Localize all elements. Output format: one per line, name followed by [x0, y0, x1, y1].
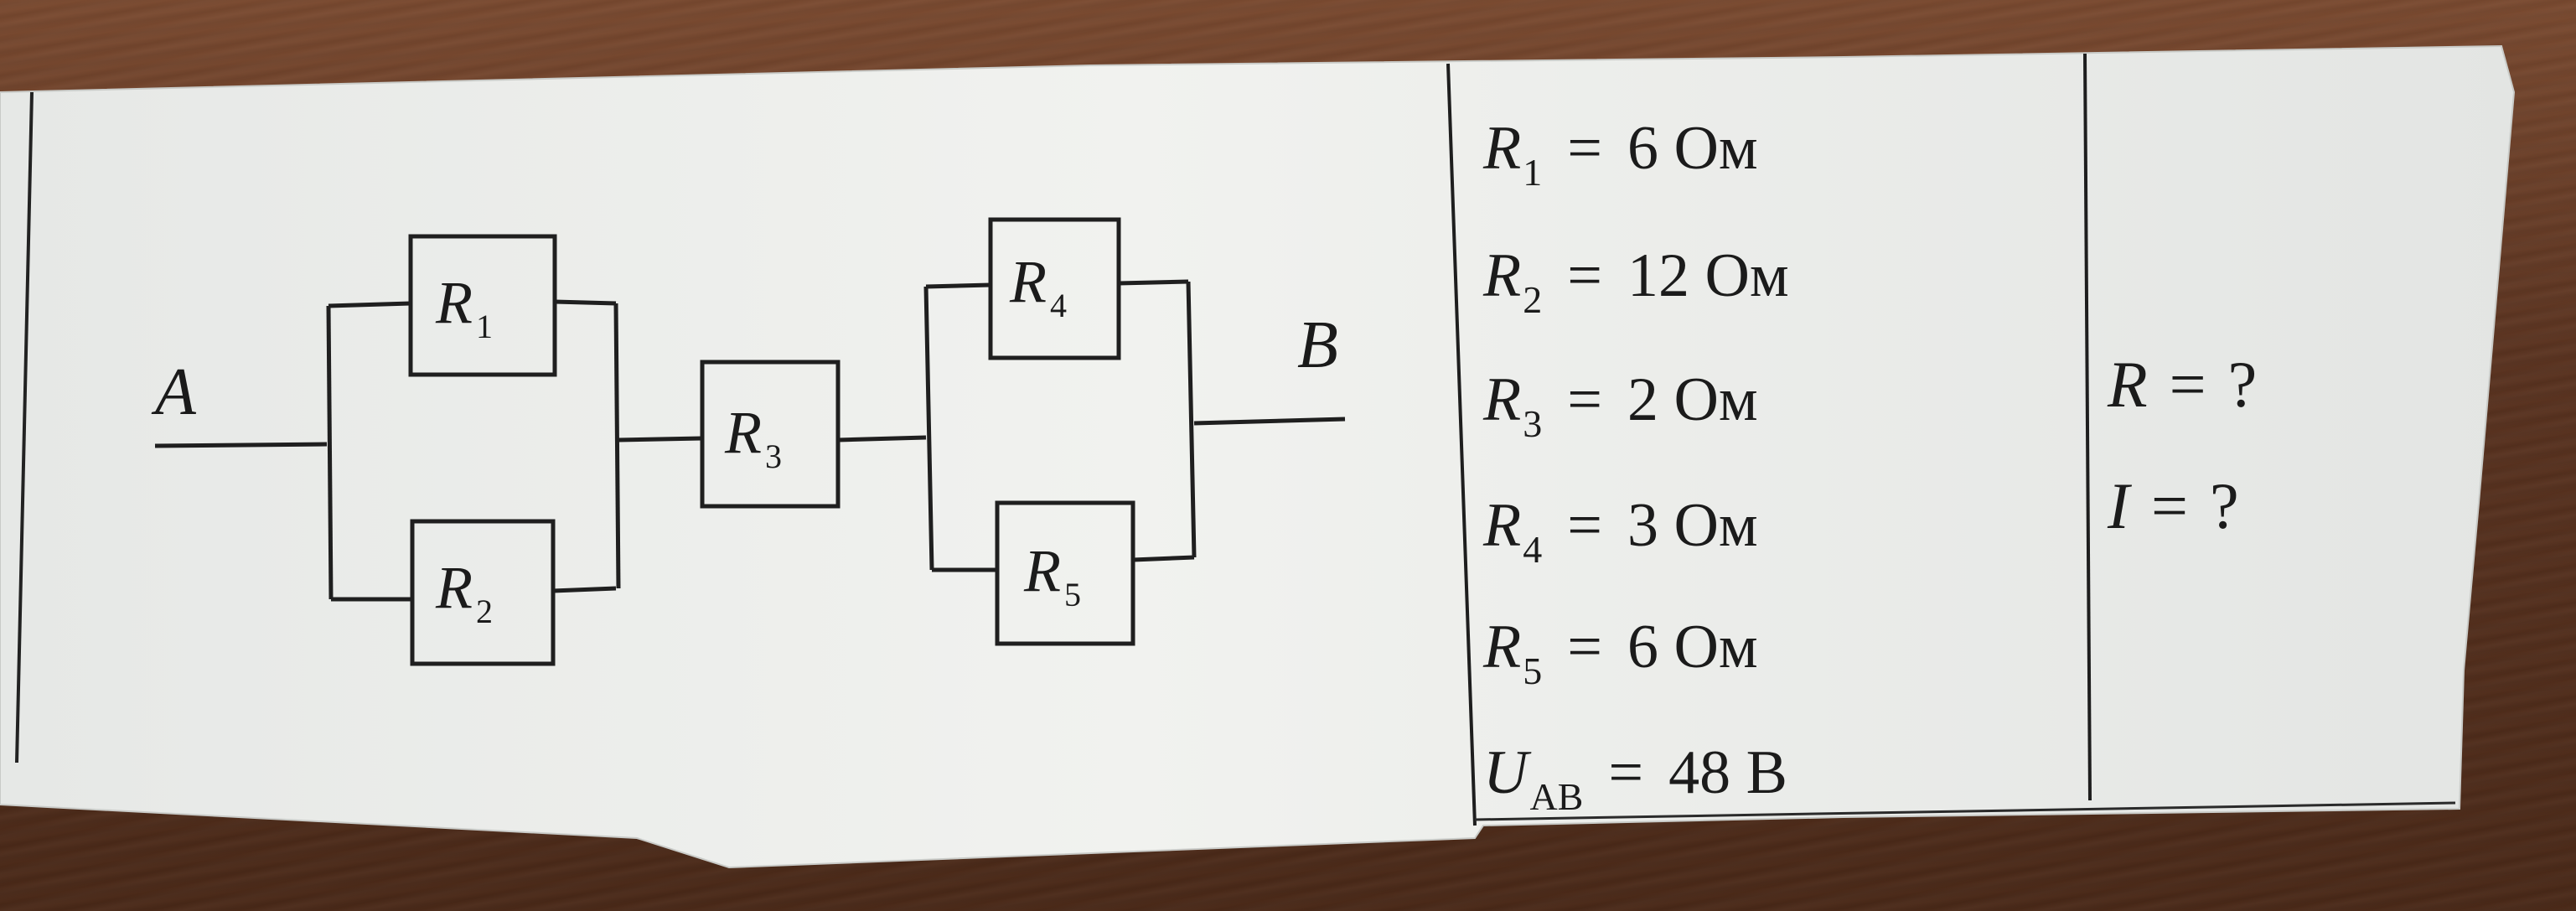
given-symbol: R [1483, 114, 1522, 183]
given-value: 6 Ом [1627, 613, 1758, 681]
given-equals: = [1567, 491, 1602, 560]
resistor-symbol: R [436, 554, 473, 621]
resistor-index: 4 [1049, 287, 1067, 324]
given-r2: R2=12 Ом [1483, 245, 1789, 319]
wire-right-bus-in [923, 286, 934, 571]
given-index: 2 [1523, 278, 1543, 321]
resistor-symbol: R [1024, 537, 1061, 604]
given-index: AB [1529, 775, 1584, 818]
wire-right-bus-out [1186, 281, 1197, 558]
given-r1: R1 = 6 Ом [1483, 117, 1758, 192]
node-label-b: B [1297, 308, 1338, 382]
resistor-r4-box [988, 217, 1121, 360]
given-equals: = [1567, 114, 1602, 183]
resistor-r1-box [408, 234, 557, 377]
resistor-index: 1 [475, 308, 493, 345]
wire-left-bus [326, 305, 334, 600]
unknown-i: I=? [2108, 474, 2239, 539]
table-divider-2 [2083, 53, 2092, 801]
wire-r1-in [328, 301, 411, 308]
given-uab: UAB=48 В [1483, 742, 1787, 816]
given-value: 6 Ом [1627, 114, 1758, 183]
wire-a-lead [154, 442, 328, 448]
node-label-a: A [155, 355, 196, 429]
given-value: 12 Ом [1627, 241, 1789, 310]
wire-r4-in [925, 282, 991, 289]
given-equals: = [1567, 241, 1602, 310]
given-equals: = [1567, 613, 1602, 681]
resistor-symbol: R [1010, 248, 1047, 315]
table-border-bottom [1474, 801, 2456, 821]
given-r4: R4 = 3 Ом [1483, 494, 1758, 569]
wire-r3-in [618, 436, 703, 443]
given-index: 1 [1523, 151, 1543, 194]
unknown-r: R=? [2108, 352, 2257, 417]
given-symbol: R [1483, 241, 1522, 310]
given-value: 2 Ом [1627, 365, 1758, 434]
given-equals: = [1567, 365, 1602, 434]
resistor-symbol: R [436, 269, 473, 336]
given-value: 48 В [1668, 738, 1787, 807]
unknown-value: ? [2209, 469, 2239, 542]
resistor-index: 2 [475, 593, 493, 630]
unknown-symbol: R [2108, 348, 2148, 421]
unknown-equals: = [2169, 348, 2206, 421]
resistor-symbol: R [725, 399, 762, 466]
given-symbol: R [1483, 613, 1522, 681]
given-value: 3 Ом [1627, 491, 1758, 560]
given-index: 4 [1523, 528, 1543, 571]
resistor-r5-box [995, 500, 1135, 646]
unknown-value: ? [2227, 348, 2258, 421]
given-symbol: R [1483, 491, 1522, 560]
wire-r4-out [1118, 279, 1189, 286]
given-r5: R5 = 6 Ом [1483, 613, 1758, 691]
table-divider-1 [1446, 63, 1477, 826]
wire-r1-out [554, 299, 617, 306]
given-symbol: R [1483, 365, 1522, 434]
paper-sheet [0, 44, 2516, 869]
wire-b-lead [1193, 417, 1346, 426]
resistor-r3-box [700, 360, 841, 509]
unknown-symbol: I [2108, 469, 2129, 542]
resistor-index: 5 [1063, 576, 1081, 613]
resistor-r2-box [410, 519, 556, 666]
wire-r3-out [837, 435, 927, 443]
given-equals: = [1608, 738, 1644, 807]
given-index: 5 [1523, 650, 1543, 692]
unknown-equals: = [2150, 469, 2188, 542]
resistor-index: 3 [764, 437, 782, 475]
wire-mid-bus [613, 303, 621, 589]
wire-r2-out [552, 586, 617, 593]
given-index: 3 [1523, 402, 1543, 445]
table-border-left [15, 91, 34, 763]
given-r3: R3=2 Ом [1483, 369, 1758, 443]
given-symbol: U [1483, 738, 1529, 807]
wire-r5-out [1132, 555, 1195, 562]
